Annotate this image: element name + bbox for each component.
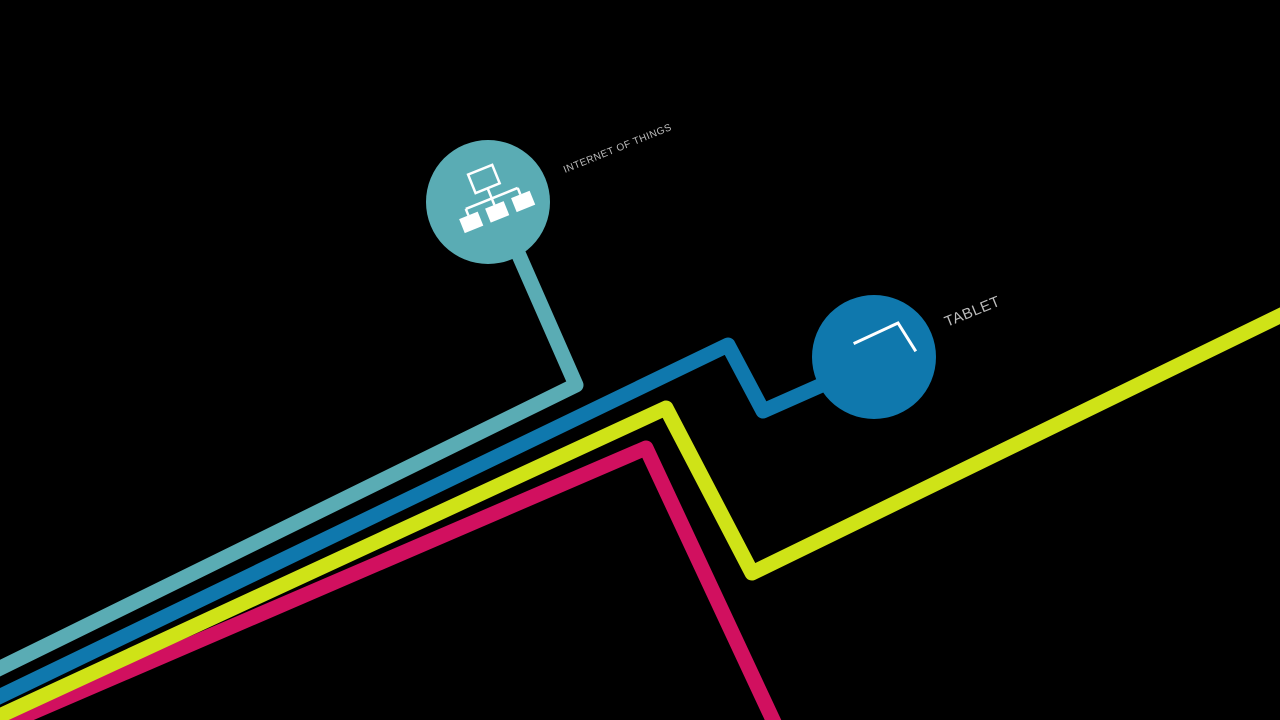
magenta-line — [0, 440, 782, 720]
tablet-circle — [812, 295, 936, 419]
tablet-icon — [853, 321, 918, 353]
lime-line — [0, 307, 1280, 720]
blue-line — [0, 337, 841, 705]
network-hierarchy-icon — [459, 163, 536, 234]
internet-of-things-circle — [426, 140, 550, 264]
teal-line — [0, 245, 584, 677]
internet-of-things-node — [426, 140, 550, 264]
tablet-node — [812, 295, 936, 419]
